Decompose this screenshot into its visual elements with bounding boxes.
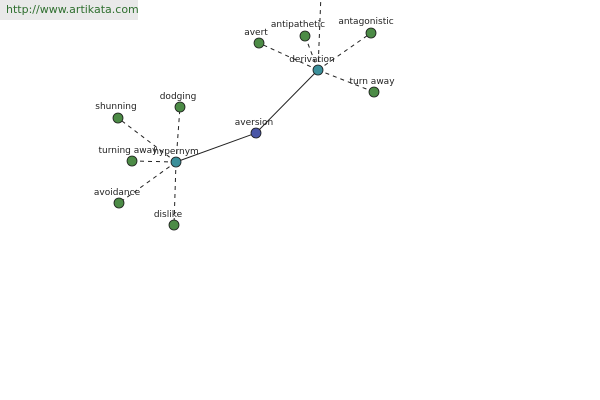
node-dot-shunning[interactable] bbox=[112, 112, 124, 124]
node-dot-turn-away[interactable] bbox=[368, 86, 380, 98]
node-shunning[interactable]: shunning bbox=[95, 102, 137, 124]
node-derivation[interactable]: derivation bbox=[289, 55, 335, 76]
node-avert[interactable]: avert bbox=[244, 28, 268, 49]
edge-derivation-antagonistic bbox=[317, 32, 372, 71]
graph-edges bbox=[117, 0, 375, 226]
node-dot-avoidance[interactable] bbox=[113, 197, 125, 209]
node-dot-hypernym[interactable] bbox=[170, 156, 182, 168]
node-dot-turning-away[interactable] bbox=[126, 155, 138, 167]
edge-derivation-avert bbox=[258, 42, 319, 71]
graph-nodes: aversion hypernym derivation shunning dodgin… bbox=[94, 17, 395, 231]
node-label-avert[interactable]: avert bbox=[244, 28, 268, 38]
edge-aversion-derivation bbox=[255, 69, 319, 134]
site-watermark[interactable]: http://www.artikata.com bbox=[0, 0, 139, 20]
node-antagonistic[interactable]: antagonistic bbox=[338, 17, 394, 39]
node-dot-antagonistic[interactable] bbox=[365, 27, 377, 39]
node-dot-aversion[interactable] bbox=[250, 127, 262, 139]
node-label-antipathetic[interactable]: antipathetic bbox=[271, 20, 325, 30]
node-dot-avert[interactable] bbox=[253, 37, 265, 49]
node-label-shunning[interactable]: shunning bbox=[95, 102, 136, 112]
edge-derivation-turn-away bbox=[317, 69, 375, 93]
node-turning-away[interactable]: turning away bbox=[99, 146, 159, 167]
node-label-hypernym[interactable]: hypernym bbox=[153, 147, 199, 157]
node-label-dodging[interactable]: dodging bbox=[160, 92, 197, 102]
node-label-derivation[interactable]: derivation bbox=[289, 55, 335, 65]
node-aversion[interactable]: aversion bbox=[235, 118, 273, 139]
node-label-turn-away[interactable]: turn away bbox=[349, 77, 395, 87]
node-dot-derivation[interactable] bbox=[312, 64, 324, 76]
edge-hypernym-avoidance bbox=[118, 161, 177, 204]
node-avoidance[interactable]: avoidance bbox=[94, 188, 141, 209]
node-label-avoidance[interactable]: avoidance bbox=[94, 188, 141, 198]
node-turn-away[interactable]: turn away bbox=[349, 77, 395, 98]
node-label-turning-away[interactable]: turning away bbox=[99, 146, 159, 156]
node-label-aversion[interactable]: aversion bbox=[235, 118, 273, 128]
edge-hypernym-dodging bbox=[175, 106, 181, 163]
node-dot-antipathetic[interactable] bbox=[299, 30, 311, 42]
node-antipathetic[interactable]: antipathetic bbox=[271, 20, 325, 42]
edge-aversion-hypernym bbox=[175, 132, 257, 163]
edge-hypernym-turning-away bbox=[131, 160, 177, 163]
edge-hypernym-dislike bbox=[173, 161, 177, 226]
node-hypernym[interactable]: hypernym bbox=[153, 147, 199, 168]
edge-derivation-antipathetic bbox=[304, 35, 319, 71]
node-dot-dislike[interactable] bbox=[168, 219, 180, 231]
node-label-dislike[interactable]: dislike bbox=[154, 210, 183, 220]
node-dot-dodging[interactable] bbox=[174, 101, 186, 113]
node-dislike[interactable]: dislike bbox=[154, 210, 183, 231]
node-label-antagonistic[interactable]: antagonistic bbox=[338, 17, 393, 27]
node-dodging[interactable]: dodging bbox=[160, 92, 197, 113]
